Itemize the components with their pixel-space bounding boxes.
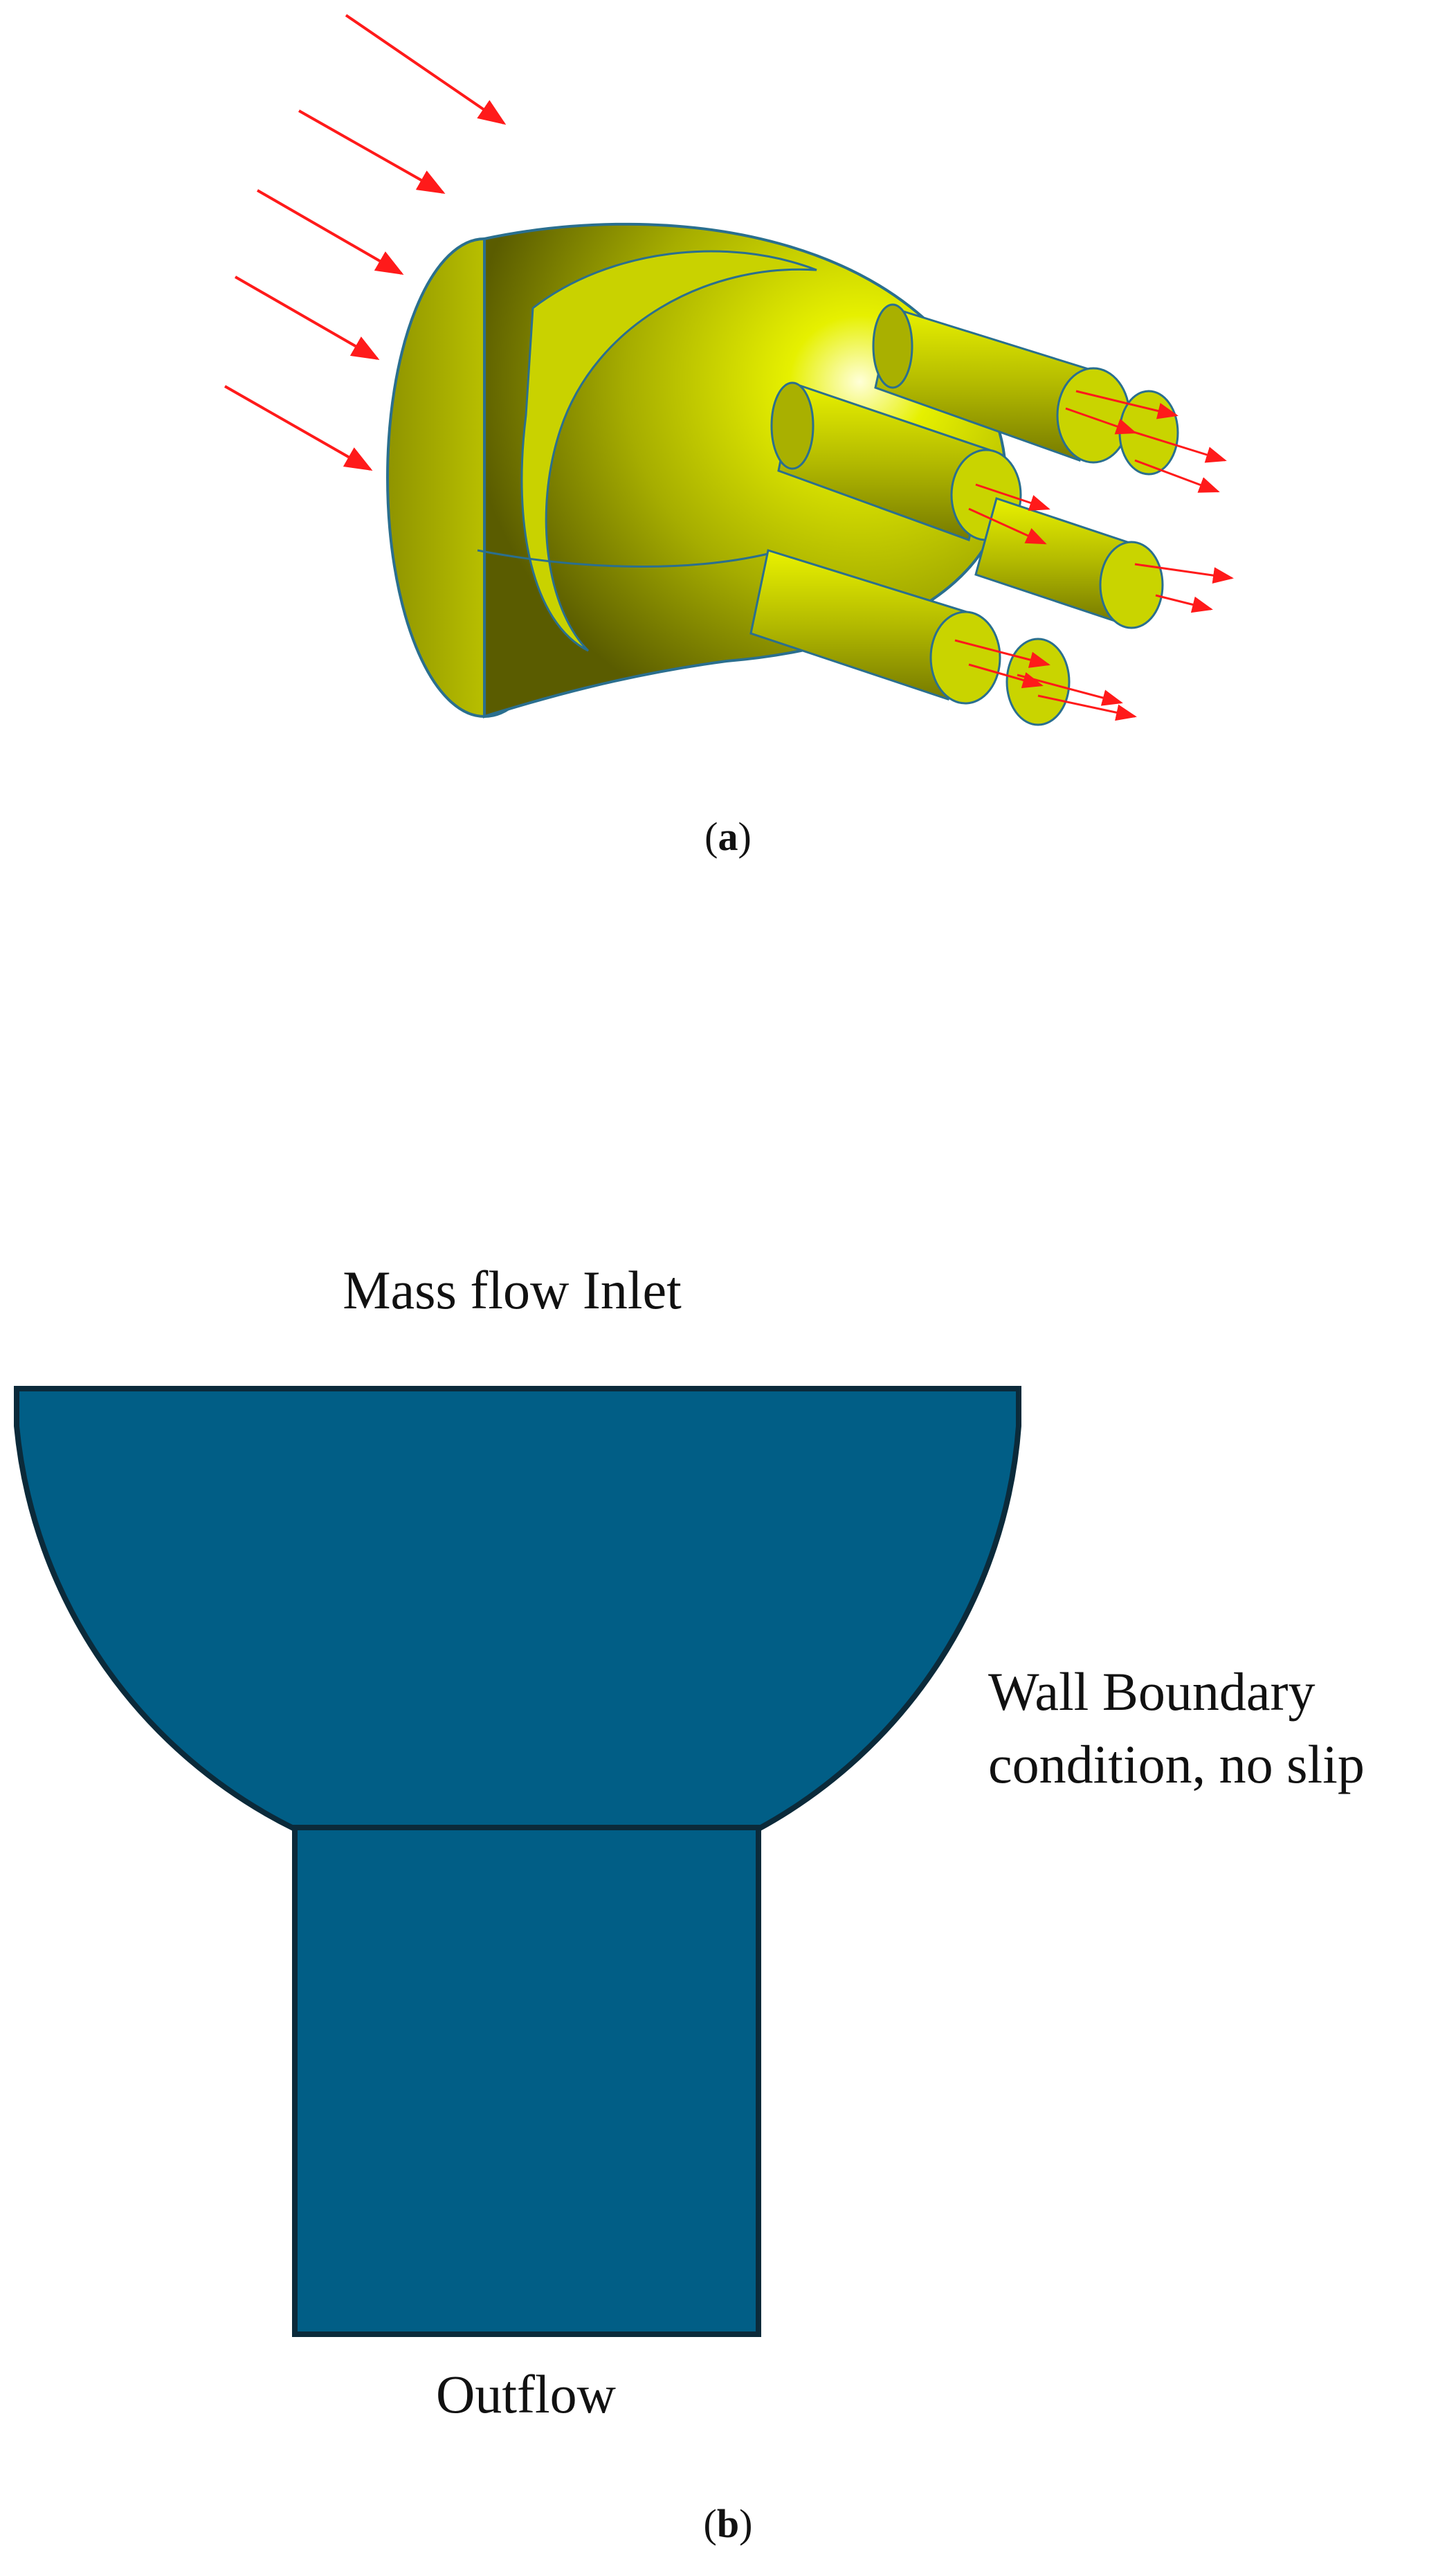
bell-lower-edge [477, 549, 769, 568]
outlet-arrow [1037, 694, 1137, 721]
inlet-arrow [345, 14, 507, 125]
inlet-arrow [298, 109, 446, 194]
inlet-label: Mass flow Inlet [343, 1260, 682, 1320]
domain-outlet-channel [292, 1825, 761, 2337]
outlet-arrow [968, 663, 1044, 689]
outlet-arrow [1155, 594, 1213, 613]
panel-b-caption: (b) [704, 2501, 753, 2546]
inlet-arrow [235, 276, 380, 360]
domain-bowl [14, 1386, 1021, 1832]
outlet-arrow [1065, 407, 1137, 435]
wall-label-line-2: condition, no slip [988, 1734, 1365, 1794]
outlet-tube-2 [770, 381, 1022, 541]
outflow-label: Outflow [436, 2364, 616, 2424]
panel-a-caption: (a) [704, 814, 752, 859]
outlet-arrow [1134, 563, 1234, 584]
inlet-flow-arrows [224, 14, 507, 471]
inlet-arrow [257, 189, 404, 275]
wall-label: Wall Boundary condition, no slip [988, 1661, 1365, 1794]
inlet-arrow [224, 385, 373, 471]
outlet-arrow [954, 639, 1050, 668]
panel-a-geometry [224, 14, 1234, 726]
outlet-arrow [1134, 459, 1220, 493]
panel-b-domain [14, 1386, 1021, 2337]
outlet-arrow [975, 483, 1050, 511]
outlet-arrow [1075, 390, 1179, 420]
outlet-tube-3 [974, 497, 1164, 629]
outlet-arrow [968, 507, 1047, 545]
wall-label-line-1: Wall Boundary [988, 1661, 1315, 1722]
outlet-flow-arrows [954, 390, 1234, 721]
outlet-tube-1 [872, 303, 1179, 476]
outlet-arrow [1017, 674, 1123, 706]
bell-step-ring [520, 250, 817, 652]
outlet-arrow [1124, 428, 1227, 463]
